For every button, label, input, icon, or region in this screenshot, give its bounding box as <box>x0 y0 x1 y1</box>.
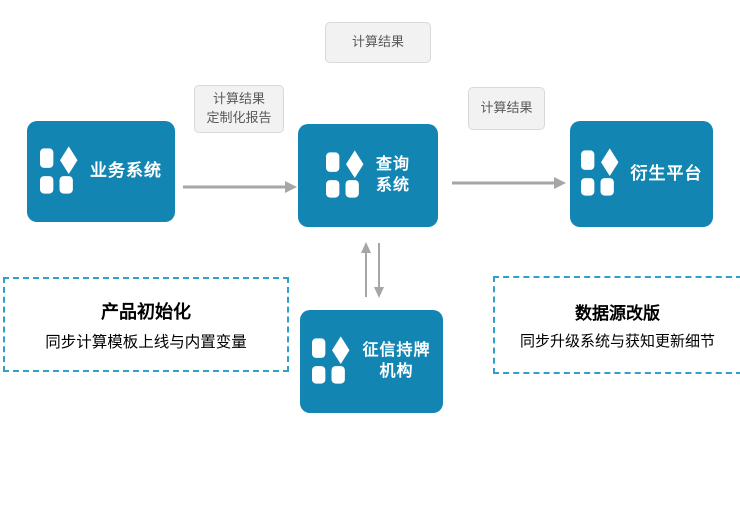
node-label-line2: 机构 <box>379 362 414 380</box>
note-description: 同步升级系统与获知更新细节 <box>519 334 715 350</box>
app-grid-icon <box>40 145 78 194</box>
node-derivative-platform: 衍生平台 <box>570 121 713 227</box>
arrow-query-to-derivative <box>452 177 566 189</box>
node-query-system: 查询 系统 <box>298 124 438 227</box>
edge-label-line2: 定制化报告 <box>206 110 272 125</box>
node-credit-institution: 征信持牌 机构 <box>300 310 443 413</box>
node-label: 业务系统 <box>90 161 162 181</box>
note-title: 产品初始化 <box>101 301 191 322</box>
app-grid-icon <box>325 149 364 198</box>
edge-label-line1: 计算结果 <box>212 91 265 107</box>
node-label-line1: 查询 <box>375 155 410 173</box>
note-datasource-revision: 数据源改版 同步升级系统与获知更新细节 <box>493 276 740 374</box>
arrow-query-to-credit-down <box>374 243 384 298</box>
arrow-business-to-query <box>183 181 297 193</box>
edge-label-top: 计算结果 <box>325 22 431 63</box>
edge-label-query-derivative: 计算结果 <box>468 87 545 130</box>
node-label-line1: 征信持牌 <box>362 341 431 359</box>
app-grid-icon <box>312 335 350 384</box>
node-label: 征信持牌 机构 <box>362 341 430 383</box>
edge-label-business-query: 计算结果 定制化报告 <box>194 85 284 133</box>
node-label: 查询 系统 <box>376 155 410 197</box>
node-label: 衍生平台 <box>630 163 703 183</box>
node-label-line2: 系统 <box>375 176 410 194</box>
app-grid-icon <box>580 148 618 196</box>
note-description: 同步计算模板上线与内置变量 <box>45 333 247 351</box>
edge-label-top-text: 计算结果 <box>351 34 404 50</box>
note-title: 数据源改版 <box>575 304 660 323</box>
arrow-credit-to-query-up <box>361 242 371 297</box>
note-product-initialization: 产品初始化 同步计算模板上线与内置变量 <box>3 277 289 372</box>
node-business-system: 业务系统 <box>27 121 175 222</box>
edge-label-right-text: 计算结果 <box>480 100 533 116</box>
